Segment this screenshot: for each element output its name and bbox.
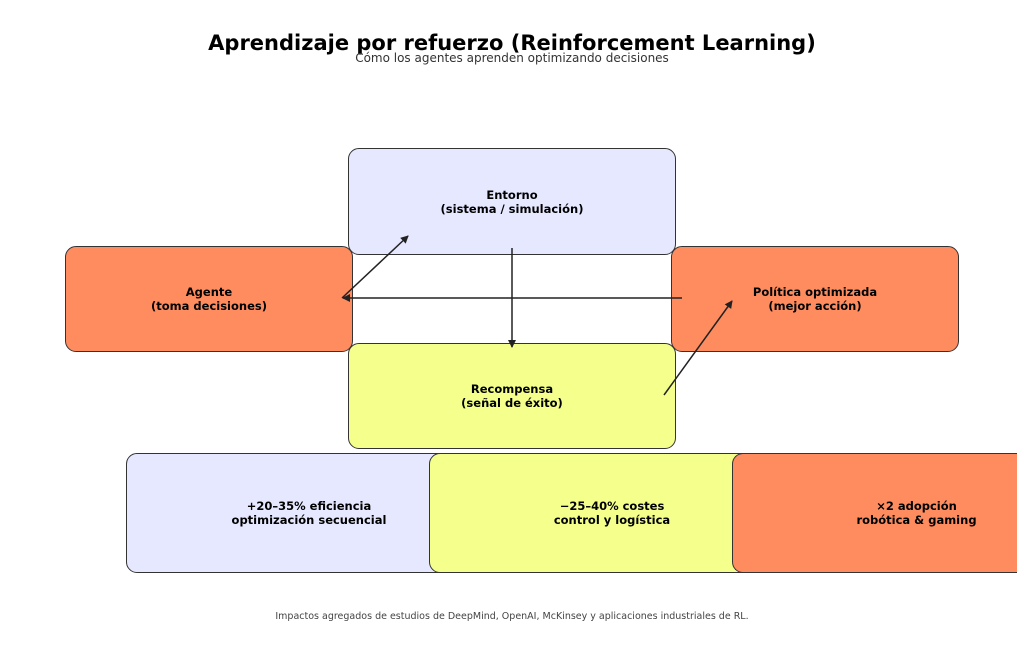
- node-agente: Agente (toma decisiones): [65, 246, 353, 352]
- impact-value: ×2 adopción: [876, 499, 957, 513]
- impact-value: +20–35% eficiencia: [246, 499, 372, 513]
- node-recompensa: Recompensa (señal de éxito): [348, 343, 676, 449]
- footnote: Impactos agregados de estudios de DeepMi…: [275, 611, 749, 622]
- impact-label: robótica & gaming: [856, 513, 977, 527]
- node-politica-label: Política optimizada: [752, 285, 878, 299]
- node-politica-sublabel: (mejor acción): [768, 299, 862, 313]
- impact-label: control y logística: [553, 513, 671, 527]
- impact-label: optimización secuencial: [231, 513, 387, 527]
- node-agente-label: Agente: [185, 285, 233, 299]
- node-entorno-label: Entorno: [486, 187, 538, 202]
- node-agente-sublabel: (toma decisiones): [151, 299, 267, 313]
- impact-value: −25–40% costes: [559, 499, 665, 513]
- diagram-subtitle: Cómo los agentes aprenden optimizando de…: [355, 51, 669, 65]
- impact-card-adoption: ×2 adopción robótica & gaming: [732, 453, 1017, 573]
- node-entorno-sublabel: (sistema / simulación): [440, 201, 584, 216]
- impact-card-costs: −25–40% costes control y logística: [429, 453, 775, 573]
- impact-card-efficiency: +20–35% eficiencia optimización secuenci…: [126, 453, 472, 573]
- node-recompensa-label: Recompensa: [470, 382, 554, 396]
- node-recompensa-sublabel: (señal de éxito): [461, 396, 563, 410]
- diagram-title: Aprendizaje por refuerzo (Reinforcement …: [208, 31, 816, 55]
